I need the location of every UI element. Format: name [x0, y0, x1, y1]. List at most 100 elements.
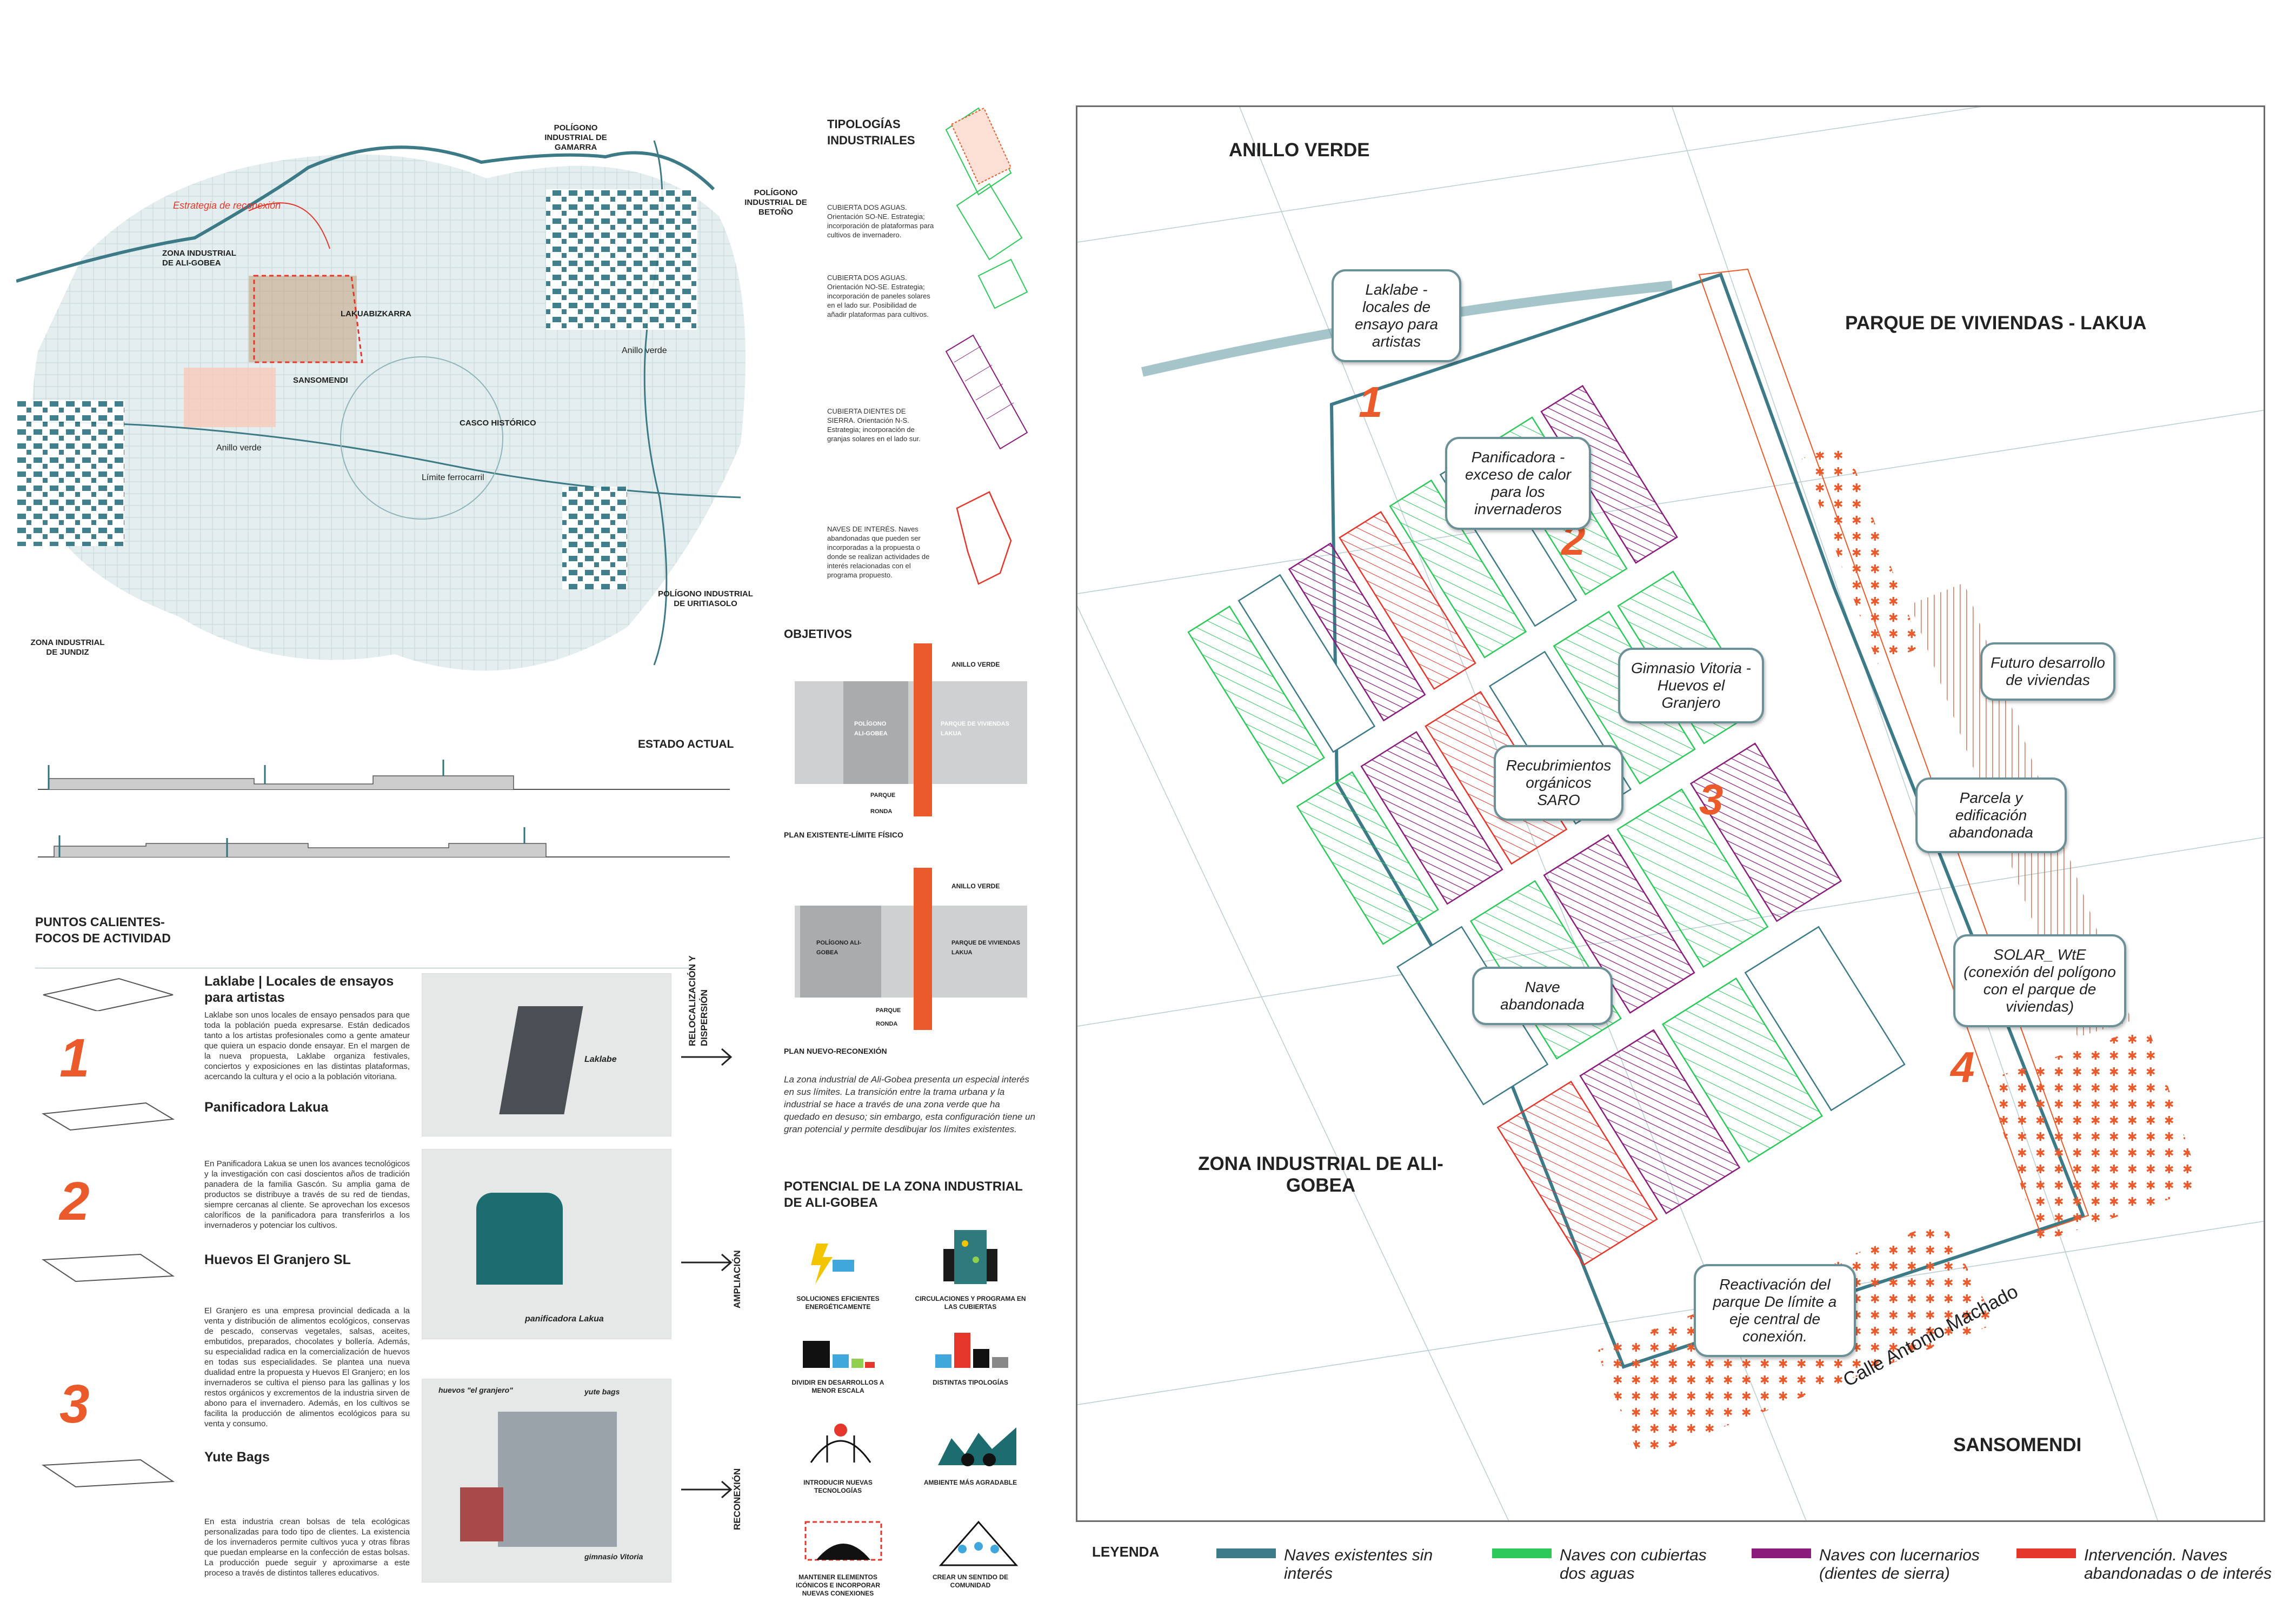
map-number-3: 3	[1699, 775, 1723, 823]
map-number-1: 1	[1359, 378, 1383, 426]
plan-nuevo-diagram: ANILLO VERDE POLÍGONO ALI-GOBEA PARQUE D…	[789, 868, 1038, 1030]
potencial-grid: SOLUCIONES EFICIENTES ENERGÉTICAMENTE CI…	[778, 1222, 1049, 1611]
map-label-zona: ZONA INDUSTRIAL DE ALI-GOBEA	[1198, 1153, 1443, 1196]
legend-label-4: Intervención. Naves abandonadas o de int…	[2084, 1546, 2272, 1583]
label-anillo-verde-2: Anillo verde	[216, 443, 262, 453]
tipologia-text-4: NAVES DE INTERÉS. Naves abandonadas que …	[827, 525, 930, 579]
map-number-4: 4	[1951, 1043, 1975, 1091]
legend-title: LEYENDA	[1092, 1544, 1160, 1560]
plan2-parque2: PARQUE	[876, 1007, 901, 1014]
label-strategy: Estrategia de reconexión	[173, 200, 281, 211]
plan2-parque-label: PARQUE DE VIVIENDAS LAKUA	[951, 940, 1020, 956]
plan2-poligono-label: POLÍGONO ALI-GOBEA	[816, 940, 862, 956]
objetivos-title: OBJETIVOS	[784, 627, 852, 641]
label-aligobea: ZONA INDUSTRIAL DE ALI-GOBEA	[162, 249, 236, 268]
plan1-block	[795, 681, 1027, 784]
label-anillo-verde-1: Anillo verde	[622, 346, 667, 355]
plan1-parque-label: PARQUE DE VIVIENDAS LAKUA	[941, 721, 1009, 737]
plan1-parque2: PARQUE	[870, 792, 896, 799]
item4-text: En esta industria crean bolsas de tela e…	[204, 1517, 410, 1578]
plan-existente-diagram: ANILLO VERDE POLÍGONO ALI-GOBEA PARQUE D…	[789, 638, 1038, 822]
community-icon	[939, 1520, 1019, 1566]
map-label-sansomendi: SANSOMENDI	[1953, 1434, 2082, 1455]
photo-yute-label: yute bags	[584, 1387, 620, 1396]
callout-panificadora: Panificadora - exceso de calor para los …	[1445, 437, 1591, 530]
objetivos-description: La zona industrial de Ali-Gobea presenta…	[784, 1074, 1035, 1134]
item2-title: Panificadora Lakua	[204, 1100, 329, 1115]
caption-5: INTRODUCIR NUEVAS TECNOLOGÍAS	[803, 1479, 873, 1494]
small-scale-icon	[803, 1341, 875, 1368]
side-label-ampliacion: AMPLIACIÓN	[732, 1250, 742, 1308]
legend-label-1: Naves existentes sin interés	[1284, 1546, 1433, 1583]
plan2-poligono	[800, 906, 881, 998]
label-jundiz: ZONA INDUSTRIAL DE JUNDIZ	[30, 638, 105, 657]
photo-granjero-label: huevos "el granjero"	[438, 1386, 513, 1394]
solar-energy-icon	[811, 1244, 854, 1284]
caption-8: CREAR UN SENTIDO DE COMUNIDAD	[932, 1573, 1008, 1589]
typologies-icon	[935, 1333, 1008, 1368]
plan1-anillo: ANILLO VERDE	[951, 661, 1000, 668]
callout-futuro: Futuro desarrollo de viviendas	[1980, 642, 2115, 701]
callout-solar: SOLAR_ WtE (conexión del polígono con el…	[1953, 934, 2126, 1027]
city-map-drawing	[16, 140, 746, 671]
photo-panificadora-label: panificadora Lakua	[525, 1314, 604, 1324]
plan1-poligono	[843, 681, 908, 784]
caption-2: CIRCULACIONES Y PROGRAMA EN LAS CUBIERTA…	[915, 1295, 1026, 1311]
label-casco: CASCO HISTÓRICO	[460, 418, 536, 428]
item3-title: Huevos El Granjero SL	[204, 1252, 351, 1267]
caption-1: SOLUCIONES EFICIENTES ENERGÉTICAMENTE	[796, 1295, 880, 1311]
caption-7: MANTENER ELEMENTOS ICÓNICOS E INCORPORAR…	[795, 1573, 880, 1597]
item2-text: En Panificadora Lakua se unen los avance…	[204, 1159, 410, 1230]
callout-recubrimientos: Recubrimientos orgánicos SARO	[1494, 745, 1623, 821]
label-ferrocarril: Límite ferrocarril	[422, 473, 484, 482]
rooftop-program-icon	[943, 1230, 997, 1284]
item1-drawing	[43, 978, 174, 1011]
callout-reactivacion: Reactivación del parque De límite a eje …	[1694, 1264, 1856, 1357]
tipologia-text-2: CUBIERTA DOS AGUAS. Orientación NO-SE. E…	[827, 274, 930, 318]
label-gamarra: POLÍGONO INDUSTRIAL DE GAMARRA	[544, 123, 607, 152]
side-arrows	[681, 1048, 733, 1499]
legend-swatch-2	[1492, 1548, 1552, 1558]
legend-label-3: Naves con lucernarios (dientes de sierra…	[1819, 1546, 1980, 1583]
estado-actual-title: ESTADO ACTUAL	[638, 738, 734, 750]
caption-6: AMBIENTE MÁS AGRADABLE	[923, 1479, 1017, 1486]
label-uritiasolo: POLÍGONO INDUSTRIAL DE URITIASOLO	[658, 589, 753, 608]
plan2-connection-arrow	[914, 868, 932, 1030]
label-betono: POLÍGONO INDUSTRIAL DE BETOÑO	[744, 188, 807, 217]
item2-drawing	[41, 1102, 175, 1131]
photo-gimnasio-label: gimnasio Vitoria	[584, 1552, 643, 1561]
map-label-lakua: PARQUE DE VIVIENDAS - LAKUA	[1845, 313, 2147, 334]
plan2-caption: PLAN NUEVO-RECONEXIÓN	[784, 1047, 887, 1055]
plan1-caption: PLAN EXISTENTE-LÍMITE FÍSICO	[784, 830, 903, 839]
plan2-ronda: RONDA	[876, 1021, 898, 1027]
side-label-relocalizacion: RELOCALIZACIÓN Y DISPERSIÓN	[687, 955, 709, 1047]
tipologias-title: TIPOLOGÍAS INDUSTRIALES	[827, 117, 915, 147]
item1-number: 1	[59, 1028, 90, 1088]
tipologia-text-1: CUBIERTA DOS AGUAS. Orientación SO-NE. E…	[827, 203, 934, 239]
tipologia-text-3: CUBIERTA DIENTES DE SIERRA. Orientación …	[827, 407, 921, 443]
item3-number: 3	[59, 1374, 90, 1434]
plan2-anillo: ANILLO VERDE	[951, 882, 1000, 890]
item4-drawing	[41, 1459, 175, 1488]
item3-text: El Granjero es una empresa provincial de…	[204, 1306, 410, 1428]
caption-4: DISTINTAS TIPOLOGÍAS	[933, 1379, 1008, 1386]
main-map: ✱	[1076, 105, 2265, 1522]
caption-3: DIVIDIR EN DESARROLLOS A MENOR ESCALA	[791, 1379, 884, 1394]
map-label-anillo: ANILLO VERDE	[1229, 139, 1370, 161]
tipologias-drawings	[945, 107, 1028, 585]
city-map: POLÍGONO INDUSTRIAL DE GAMARRA POLÍGONO …	[16, 119, 807, 714]
item4-title: Yute Bags	[204, 1450, 270, 1465]
plan1-poligono-label: POLÍGONO ALI-GOBEA	[854, 721, 888, 737]
item3-drawing	[41, 1253, 175, 1282]
side-label-reconexion: RECONEXIÓN	[732, 1468, 742, 1530]
callout-parcela: Parcela y edificación abandonada	[1915, 777, 2067, 853]
callout-nave: Nave abandonada	[1472, 967, 1613, 1025]
item1-text: Laklabe son unos locales de ensayo pensa…	[204, 1011, 410, 1081]
photo-granjero: huevos "el granjero" yute bags gimnasio …	[422, 1379, 671, 1583]
environment-icon	[938, 1427, 1016, 1466]
label-sansomendi: SANSOMENDI	[293, 376, 348, 385]
legend-swatch-3	[1752, 1548, 1811, 1558]
technology-icon	[810, 1424, 871, 1463]
photo-laklabe-label: Laklabe	[584, 1055, 617, 1064]
item1-title: Laklabe | Locales de ensayos para artist…	[204, 974, 394, 1005]
